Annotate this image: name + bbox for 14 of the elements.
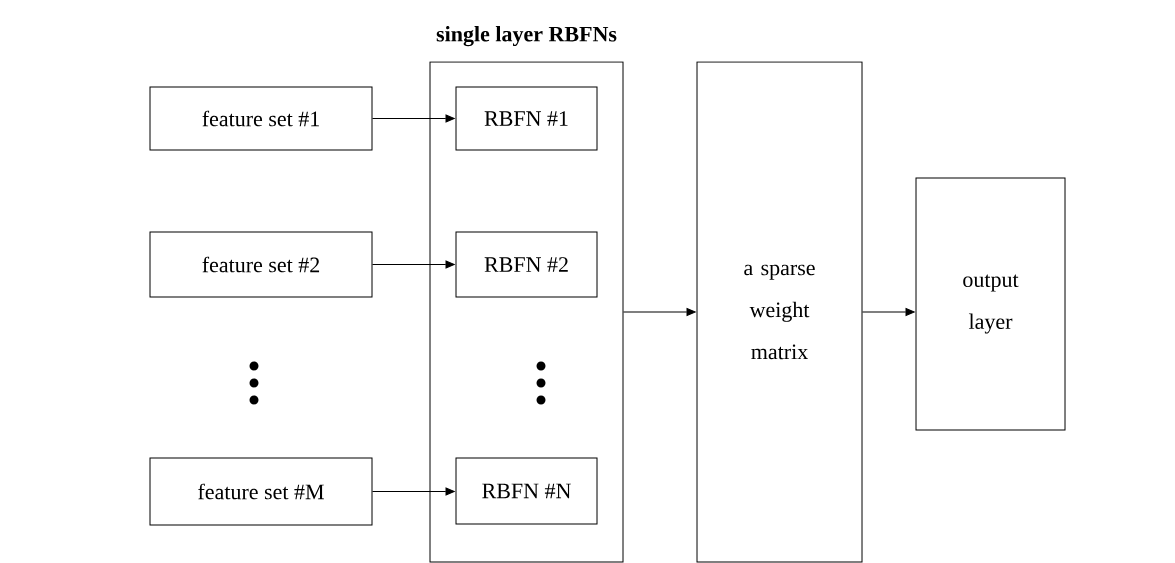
- process-box: feature set #2: [149, 231, 373, 298]
- matrix-box: a sparse weight matrix: [696, 61, 863, 563]
- process-box: feature set #1: [149, 86, 373, 151]
- process-box: feature set #M: [149, 457, 373, 526]
- process-box: RBFN #2: [455, 231, 598, 298]
- arrow: [372, 260, 455, 269]
- output-box: output layer: [915, 177, 1066, 431]
- node-label: single layer RBFNs: [436, 26, 617, 47]
- arrow: [862, 308, 915, 316]
- arrow: [372, 114, 455, 123]
- arrow: [372, 487, 455, 496]
- process-box: RBFN #N: [455, 457, 598, 525]
- arrow: [623, 308, 696, 316]
- process-box: RBFN #1: [455, 86, 598, 151]
